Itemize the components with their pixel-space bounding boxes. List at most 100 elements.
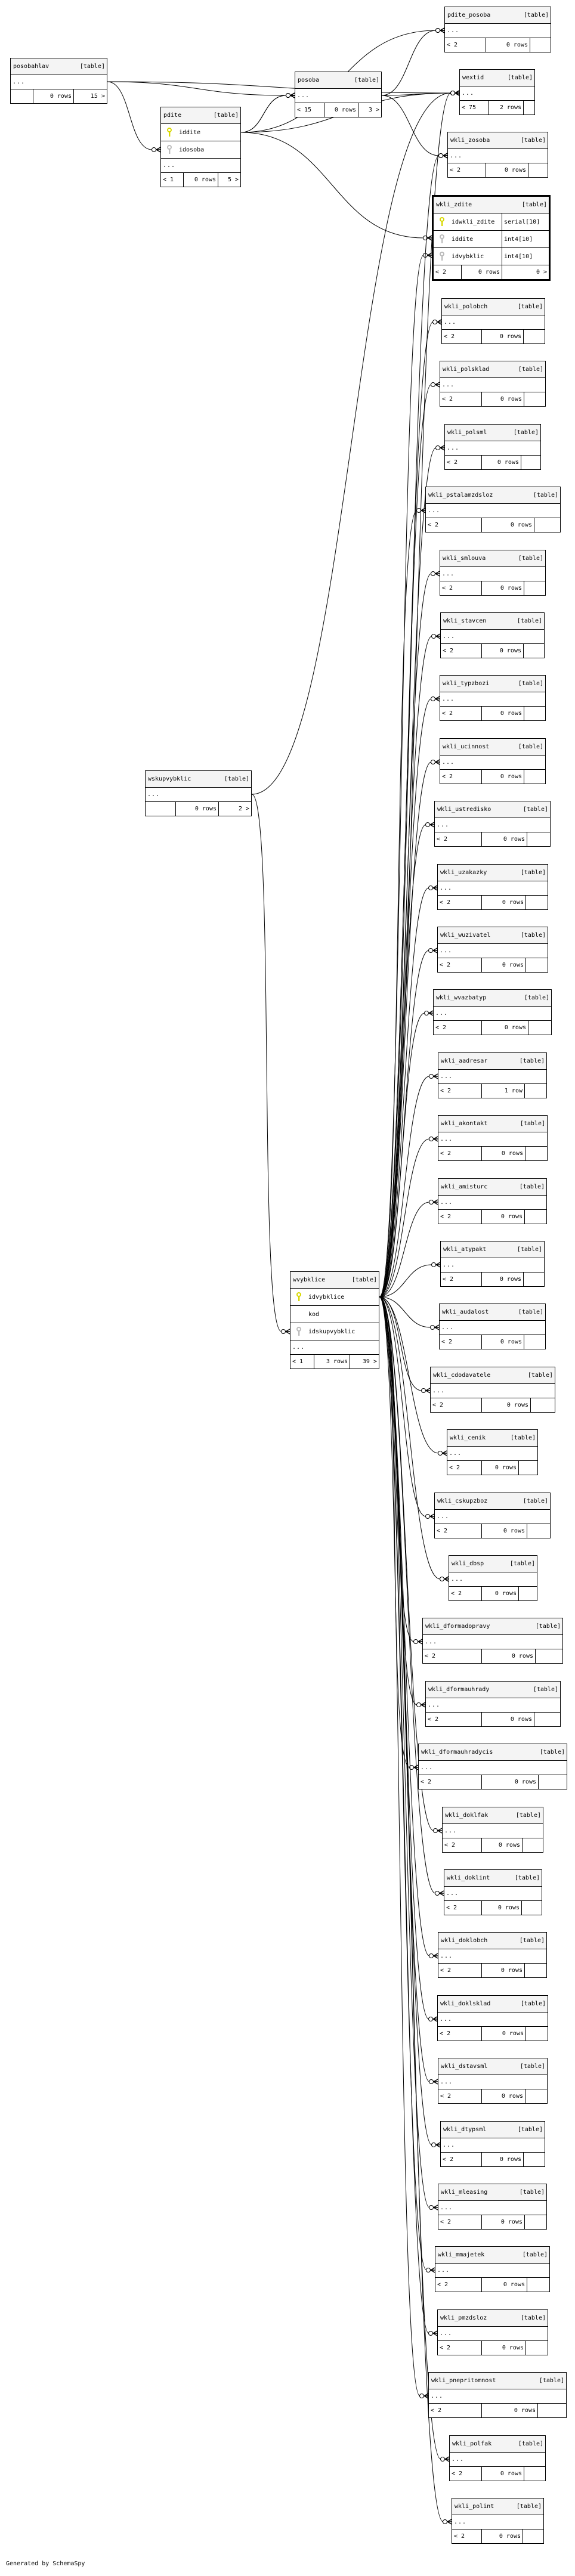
table-header[interactable]: wkli_zosoba[table] [448,132,548,149]
table-header[interactable]: wkli_pstalamzdsloz[table] [426,487,560,504]
parents-count[interactable]: < 2 [442,396,453,402]
children-count[interactable] [534,1713,560,1726]
parents-count[interactable]: < 2 [437,2281,449,2288]
table-header[interactable]: pdite[table] [161,107,240,124]
table-name[interactable]: wkli_pnepritomnost [431,2377,496,2384]
table-header[interactable]: wkli_wuzivatel[table] [438,927,548,944]
table-header[interactable]: wkli_doklint[table] [444,1870,542,1887]
table-name[interactable]: wkli_akontakt [441,1120,488,1127]
parents-count[interactable]: < 2 [440,1967,452,1974]
table-header[interactable]: wkli_mmajetek[table] [435,2247,549,2264]
more-columns-row[interactable]: ... [438,944,548,958]
table-header[interactable]: wkli_pmzdsloz[table] [438,2310,548,2327]
table-name[interactable]: wkli_dtypsml [443,2126,487,2133]
table-name[interactable]: wskupvybklic [148,776,191,782]
more-columns-row[interactable]: ... [438,2012,548,2027]
table-header[interactable]: wkli_cdodavatele[table] [431,1367,555,1384]
parents-count[interactable]: < 2 [435,269,447,275]
children-count[interactable] [537,2404,566,2417]
parents-count[interactable]: < 1 [292,1358,304,1365]
table-header[interactable]: wkli_dformauhrady[table] [426,1682,560,1698]
table-name[interactable]: wkli_doklint [447,1875,490,1881]
table-header[interactable]: posobahlav[table] [11,58,107,75]
table-header[interactable]: wkli_dstavsml[table] [438,2058,547,2075]
parents-count[interactable]: < 2 [428,522,439,528]
table-name[interactable]: wkli_dformauhrady [428,1686,490,1693]
parents-count[interactable]: < 2 [442,585,453,592]
parents-count[interactable]: < 2 [443,2156,454,2163]
parents-count[interactable]: < 2 [437,836,448,843]
parents-count[interactable] [11,89,33,103]
parents-count[interactable]: < 2 [437,1528,448,1534]
table-name[interactable]: wkli_dformadopravy [425,1623,490,1630]
children-count[interactable] [524,392,545,406]
table-name[interactable]: wkli_dstavsml [441,2063,488,2070]
table-header[interactable]: wkli_cskupzboz[table] [435,1493,550,1510]
more-columns-row[interactable]: ... [440,692,545,707]
table-header[interactable]: wkli_smlouva[table] [440,550,545,567]
children-count[interactable] [524,770,545,784]
table-header[interactable]: wkli_doklsklad[table] [438,1996,548,2012]
more-columns-row[interactable]: ... [435,1510,550,1524]
parents-count[interactable]: < 2 [447,459,458,466]
parents-count[interactable]: < 2 [443,1276,454,1283]
more-columns-row[interactable]: ... [441,1258,544,1272]
more-columns-row[interactable]: ... [450,2453,545,2467]
table-header[interactable]: wkli_aadresar[table] [438,1053,546,1070]
table-name[interactable]: wkli_audalost [442,1309,489,1315]
table-header[interactable]: wkli_amisturc[table] [438,1179,546,1196]
table-name[interactable]: pdite [163,112,182,119]
table-header[interactable]: wkli_ucinnost[table] [440,739,545,756]
parents-count[interactable]: < 2 [449,1465,460,1471]
table-name[interactable]: wkli_uzakazky [440,869,487,876]
parents-count[interactable]: < 2 [440,2219,452,2225]
children-count[interactable] [523,330,545,343]
more-columns-row[interactable]: ... [452,2515,543,2529]
parents-count[interactable]: < 2 [435,1024,447,1031]
more-columns-row[interactable]: ... [443,1824,543,1838]
table-name[interactable]: wvybklice [293,1277,326,1283]
children-count[interactable] [527,2278,549,2292]
children-count[interactable]: 5 > [218,173,240,187]
children-count[interactable] [523,1272,544,1286]
parents-count[interactable]: < 2 [440,1150,452,1157]
parents-count[interactable]: < 2 [442,773,453,780]
children-count[interactable] [530,38,551,52]
table-name[interactable]: wkli_polsml [447,429,487,436]
table-name[interactable]: wkli_polobch [444,304,488,310]
parents-count[interactable]: < 2 [432,1402,444,1408]
children-count[interactable] [518,1461,537,1475]
column-row-idosoba[interactable]: idosoba [161,141,240,159]
parents-count[interactable]: < 2 [450,167,461,174]
table-name[interactable]: wkli_doklobch [441,1937,488,1944]
children-count[interactable] [523,644,544,658]
more-columns-row[interactable]: ... [438,1070,546,1084]
parents-count[interactable] [146,802,175,816]
parents-count[interactable]: < 2 [440,2345,451,2351]
table-header[interactable]: wkli_polsml[table] [445,425,540,441]
parents-count[interactable]: < 2 [428,1716,439,1723]
parents-count[interactable]: < 2 [440,899,451,906]
parents-count[interactable]: < 1 [163,177,174,183]
children-count[interactable] [525,2027,548,2041]
table-header[interactable]: wkli_dtypsml[table] [441,2122,545,2138]
